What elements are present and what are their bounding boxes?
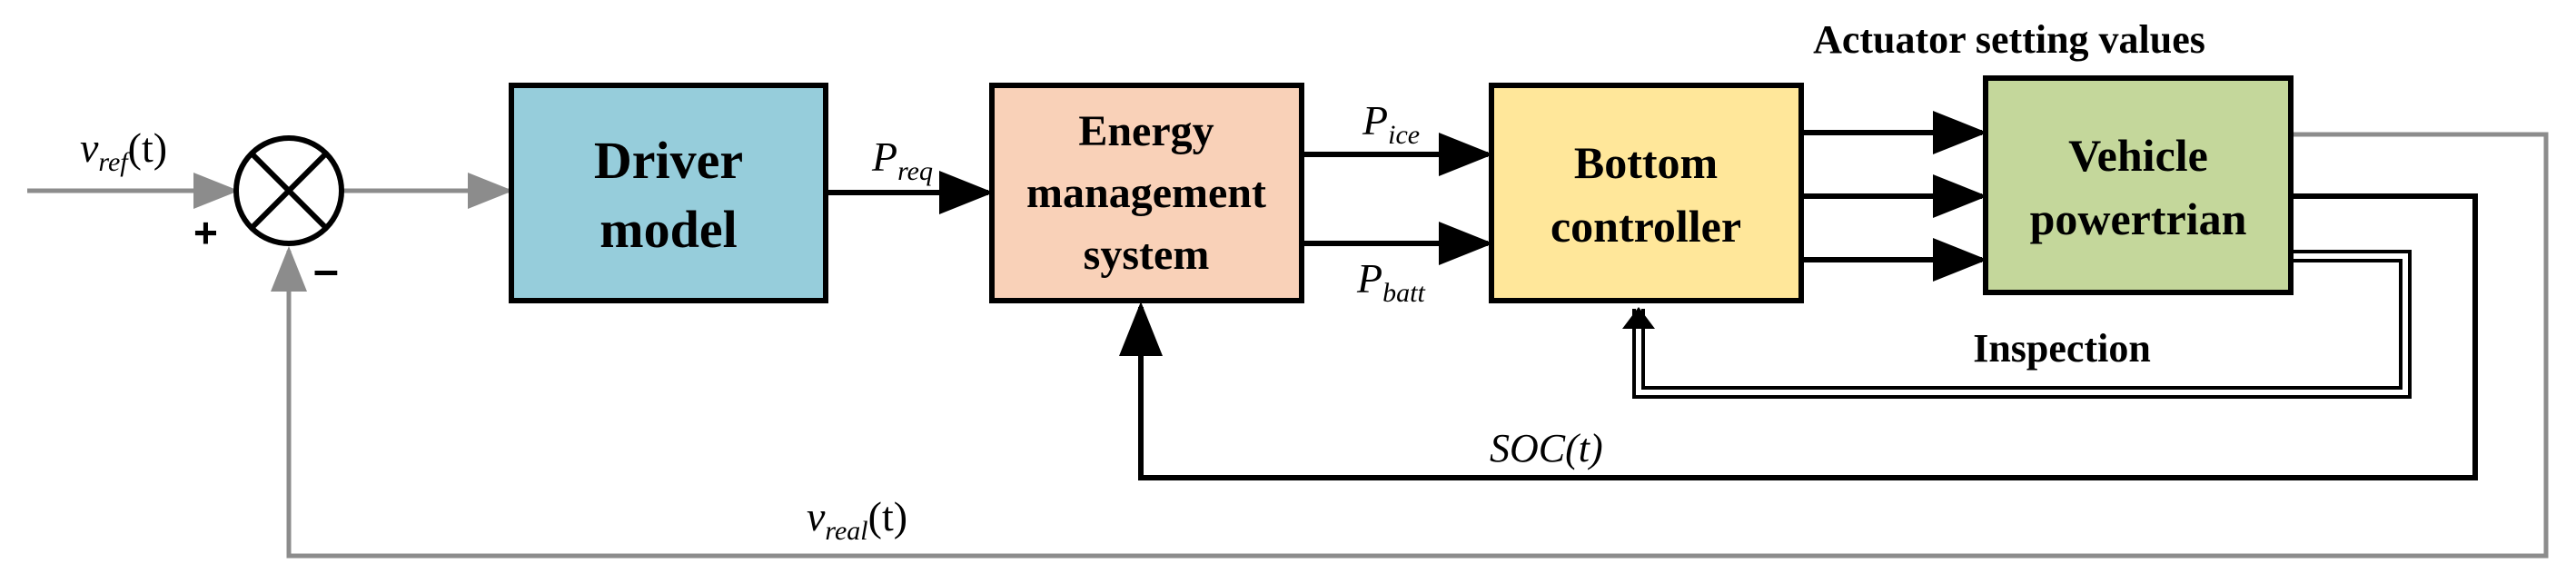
driver-model-block: Driver model bbox=[509, 83, 828, 303]
bottom-controller-line2: controller bbox=[1551, 201, 1741, 252]
soc-feedback-line bbox=[1119, 193, 2478, 480]
soc-label: SOC(t) bbox=[1490, 426, 1603, 470]
bottom-controller-line1: Bottom bbox=[1574, 137, 1718, 188]
inspection-feedback-inner bbox=[1636, 253, 2408, 395]
inspection-label: Inspection bbox=[1973, 326, 2151, 371]
pbatt-label: Pbatt bbox=[1356, 255, 1425, 308]
vehicle-powertrain-line1: Vehicle bbox=[2068, 130, 2208, 181]
minus-sign: – bbox=[313, 244, 339, 295]
energy-management-block: Energy management system bbox=[989, 83, 1304, 303]
ems-line3: system bbox=[1084, 231, 1210, 279]
inspection-arrowhead bbox=[1622, 307, 1655, 329]
driver-model-line1: Driver bbox=[594, 131, 743, 190]
pice-label: Pice bbox=[1362, 97, 1420, 150]
summing-junction bbox=[233, 135, 344, 246]
ems-line2: management bbox=[1026, 169, 1266, 217]
ems-line1: Energy bbox=[1078, 107, 1214, 155]
actuator-setting-values-label: Actuator setting values bbox=[1813, 17, 2205, 62]
vreal-label: vreal(t) bbox=[807, 493, 907, 546]
driver-model-line2: model bbox=[599, 200, 737, 259]
plus-sign: + bbox=[193, 209, 218, 256]
bottom-controller-block: Bottom controller bbox=[1489, 83, 1804, 303]
vref-label: vref(t) bbox=[80, 124, 167, 177]
vehicle-powertrain-block: Vehicle powertrian bbox=[1983, 75, 2294, 295]
vreal-feedback-line bbox=[271, 132, 2549, 559]
preq-label: Preq bbox=[871, 134, 933, 186]
vehicle-powertrain-line2: powertrian bbox=[2030, 193, 2247, 244]
